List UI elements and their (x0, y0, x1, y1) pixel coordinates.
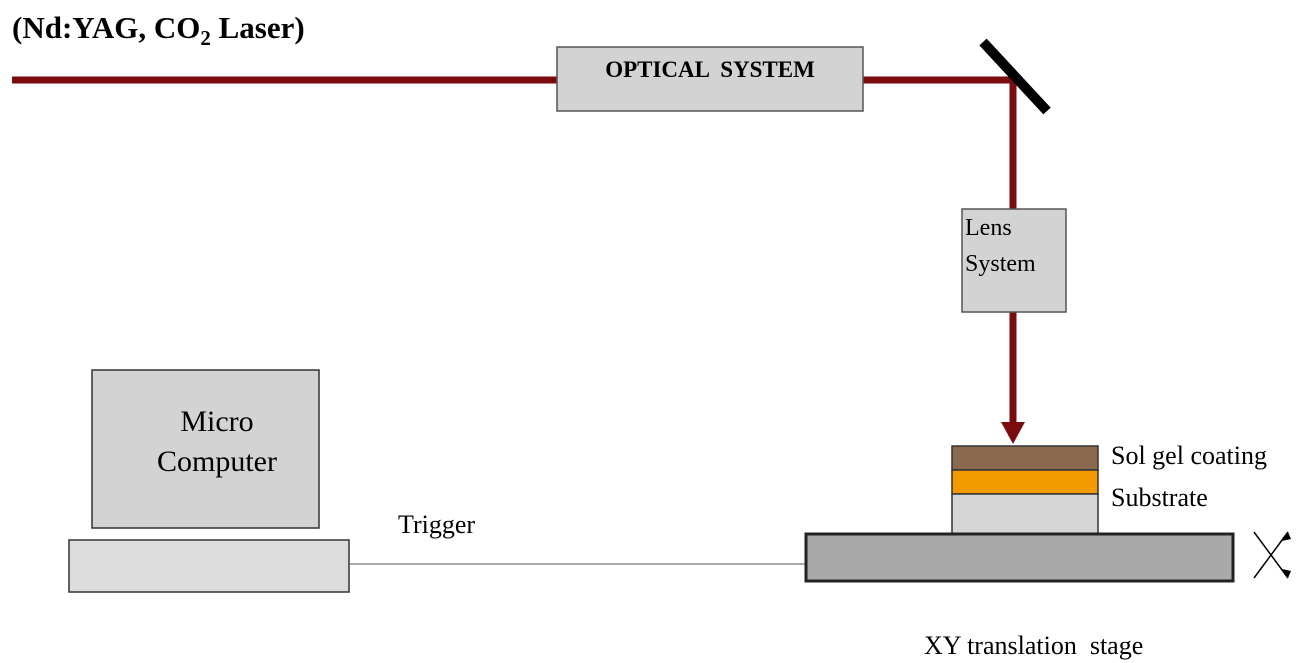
laser-source-title: (Nd:YAG, CO2 Laser) (12, 8, 305, 51)
mirror (979, 38, 1051, 115)
computer-monitor (91, 369, 320, 529)
laser-source-subscript: 2 (200, 26, 211, 50)
laser-beam-arrowhead (1001, 422, 1025, 444)
optical-system-box (556, 46, 864, 112)
substrate-base-layer (951, 493, 1099, 535)
optical-system-label: OPTICAL SYSTEM (605, 57, 815, 82)
xy-stage-platform (804, 532, 1235, 583)
laser-source-prefix: (Nd:YAG, CO (12, 10, 201, 45)
trigger-label: Trigger (398, 510, 476, 539)
computer-base (68, 539, 350, 593)
lens-system-label-line1: Lens (965, 215, 1012, 241)
laser-source-suffix: Laser) (210, 10, 305, 45)
lens-system-box (961, 208, 1067, 313)
micro-computer-label-line2: Computer (157, 445, 277, 478)
sol-gel-coating-label: Sol gel coating (1111, 441, 1267, 470)
substrate-label: Substrate (1111, 483, 1208, 512)
sol-gel-coating-layer (951, 445, 1099, 471)
micro-computer-label-line1: Micro (180, 405, 254, 438)
xy-motion-arrows-icon (1253, 531, 1291, 579)
xy-stage-label: XY translation stage (924, 631, 1144, 660)
lens-system-label-line2: System (965, 251, 1036, 277)
substrate-orange-layer (951, 469, 1099, 495)
